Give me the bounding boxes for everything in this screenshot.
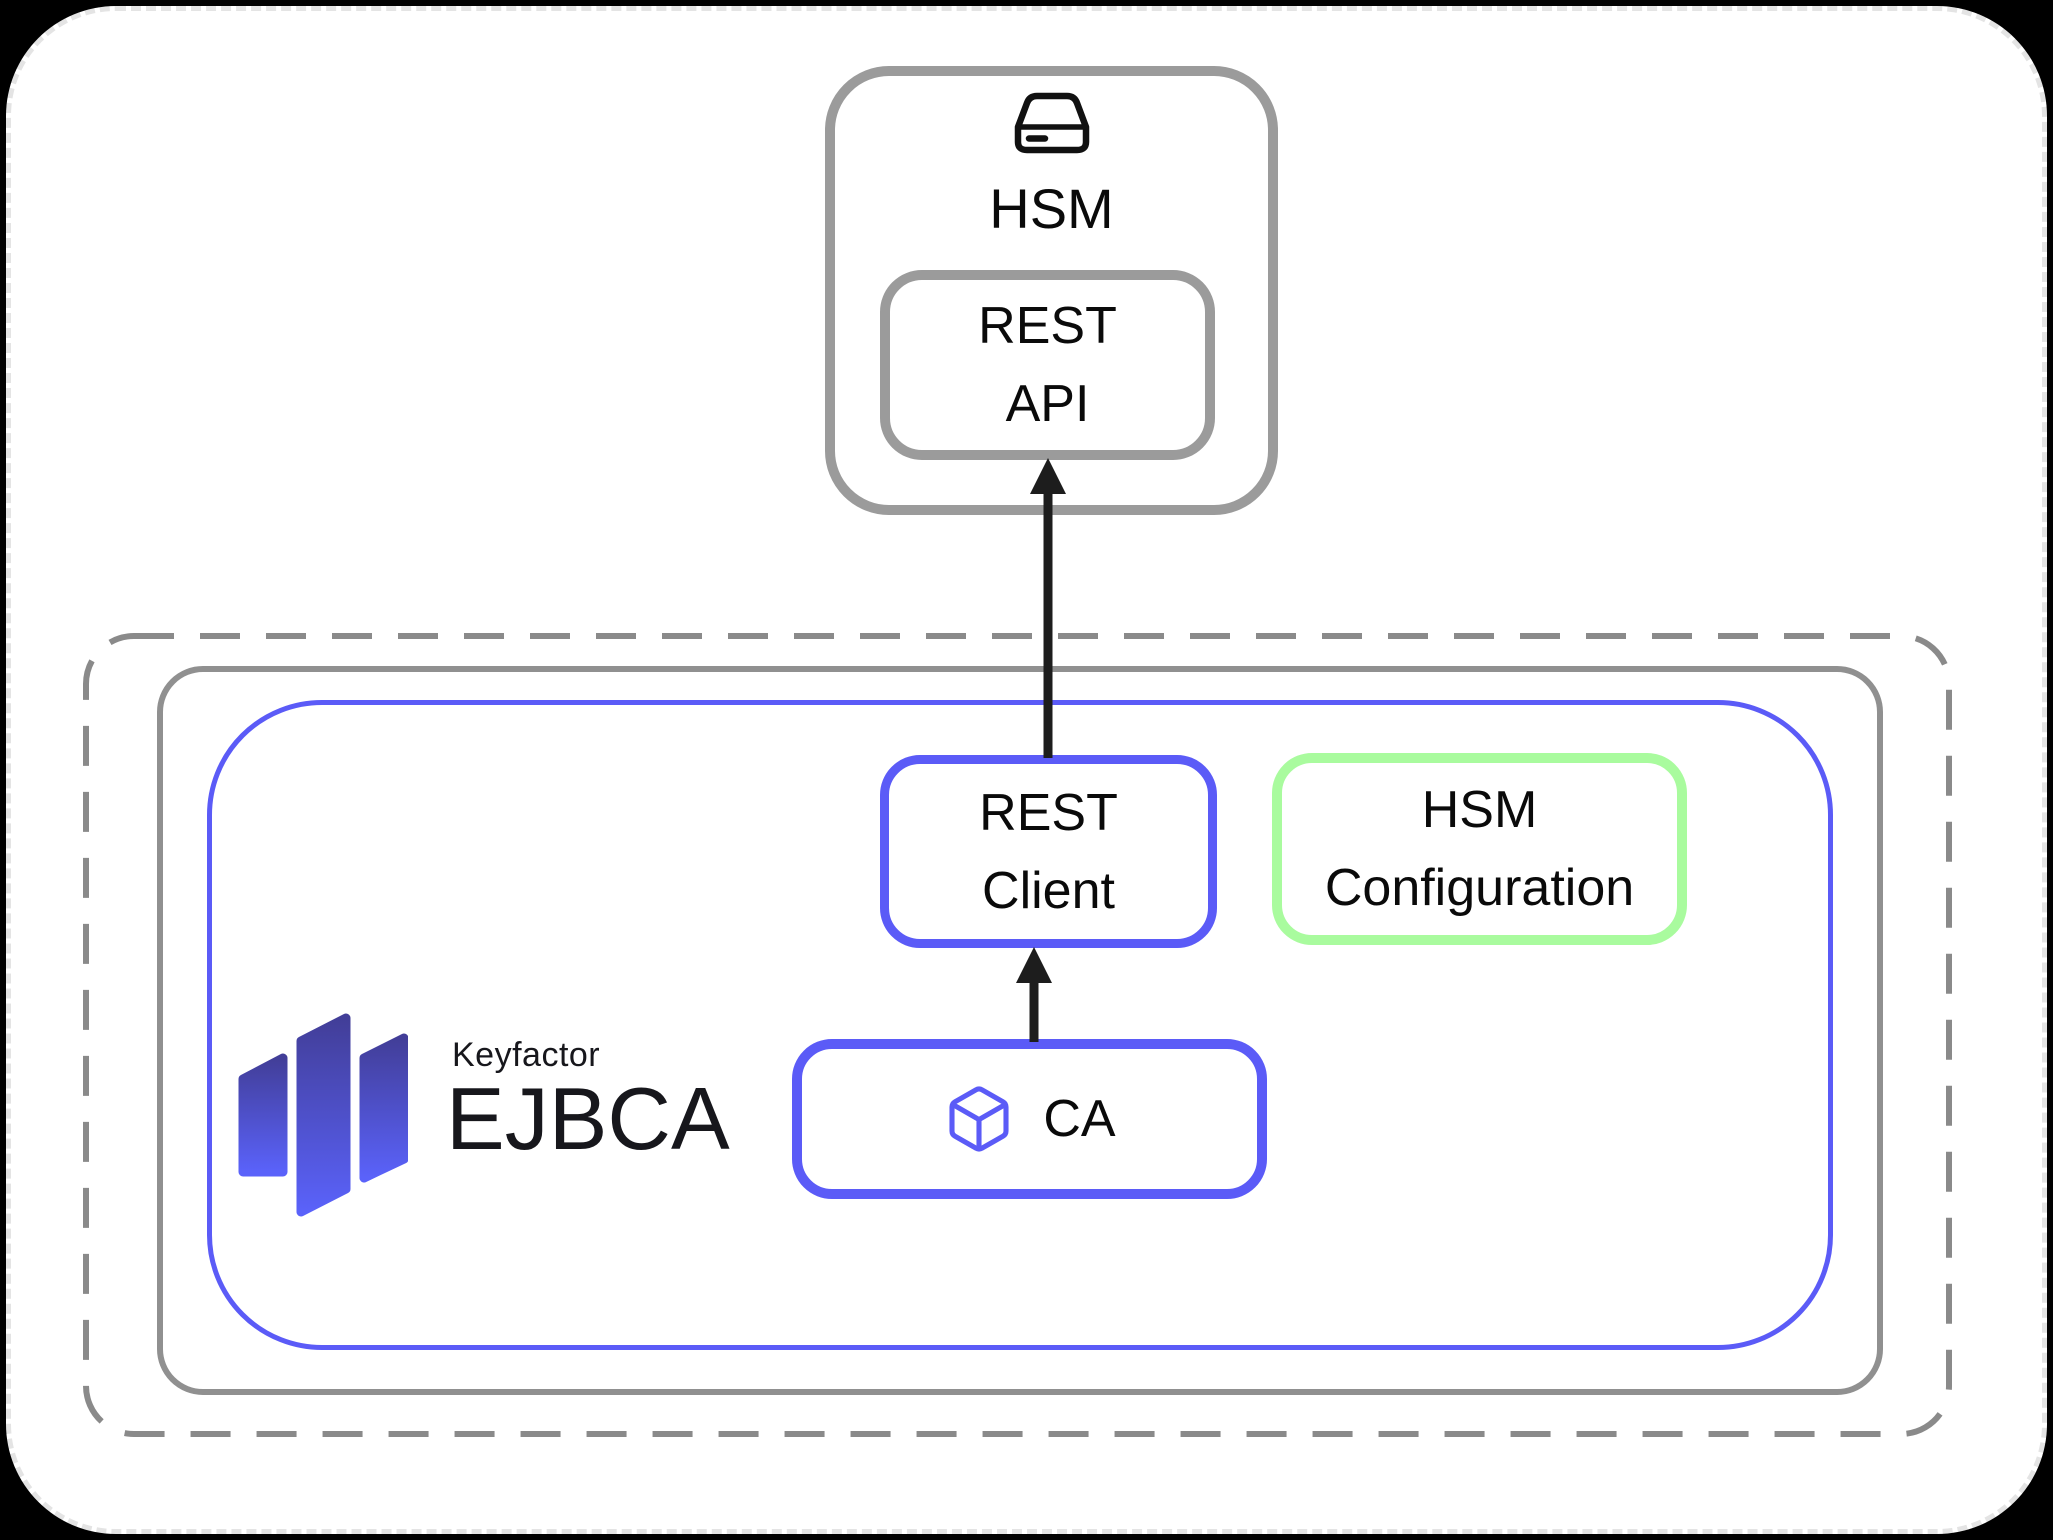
rest-client-node-box: REST Client <box>880 755 1217 948</box>
hsm-title: HSM <box>989 177 1114 240</box>
logo-product-text: EJBCA <box>446 1069 730 1168</box>
ca-node-box: CA <box>792 1039 1267 1199</box>
hsm-configuration-label-line2: Configuration <box>1324 859 1635 917</box>
cube-icon <box>949 1086 1009 1152</box>
hsm-configuration-node-box: HSM Configuration <box>1272 753 1687 945</box>
rest-api-node-box: REST API <box>880 270 1215 460</box>
keyfactor-bars-icon <box>238 1013 408 1217</box>
rest-client-label-line1: REST <box>979 783 1118 842</box>
storage-device-icon <box>1014 92 1089 154</box>
keyfactor-ejbca-logo: Keyfactor EJBCA <box>238 1012 758 1222</box>
ca-label: CA <box>1043 1090 1116 1148</box>
hsm-configuration-label-line1: HSM <box>1421 781 1538 839</box>
rest-api-label-line1: REST <box>978 297 1117 355</box>
rest-client-label-line2: Client <box>982 861 1115 920</box>
rest-api-label-line2: API <box>1005 375 1090 433</box>
